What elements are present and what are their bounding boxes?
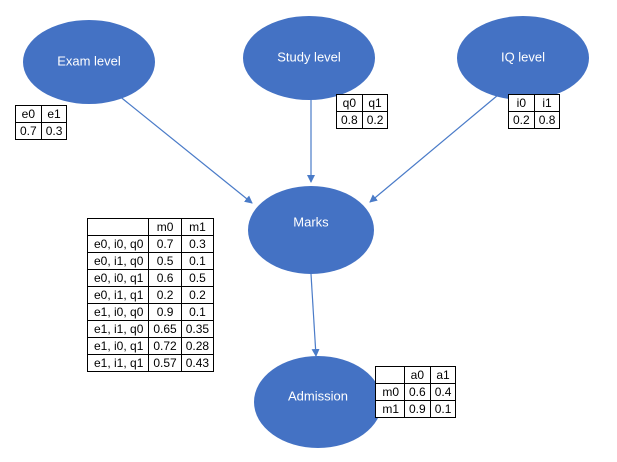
- node-study-level-label: Study level: [277, 49, 341, 64]
- cpt-value-cell: 0.6: [404, 383, 431, 401]
- cpt-value-cell: 0.9: [404, 400, 431, 418]
- cpt-value-cell: 0.2: [180, 286, 215, 304]
- cpt-row-label: m0: [375, 383, 405, 401]
- cpt-row: e0, i0, q0 0.7 0.3: [86, 235, 215, 253]
- cpt-value-cell: 0.9: [148, 303, 182, 321]
- cpt-row: e0, i1, q1 0.2 0.2: [86, 286, 215, 304]
- cpt-row-label: e1, i0, q1: [86, 337, 150, 355]
- cpt-header-cell: q1: [361, 94, 389, 112]
- node-admission-label: Admission: [288, 388, 348, 403]
- cpt-value-cell: 0.28: [180, 337, 215, 355]
- cpt-header-cell: m0: [148, 218, 182, 236]
- cpt-value-cell: 0.65: [148, 320, 182, 338]
- cpt-value-cell: 0.7: [148, 235, 182, 253]
- node-iq-level: IQ level: [457, 16, 589, 100]
- cpt-study-level: q0 q1 0.8 0.2: [336, 94, 389, 129]
- cpt-value-cell: 0.2: [508, 111, 535, 129]
- cpt-exam-level: e0 e1 0.7 0.3: [15, 105, 68, 140]
- edge-marks-to-admission: [310, 273, 320, 357]
- cpt-header-cell: i0: [508, 94, 535, 112]
- cpt-value-cell: 0.1: [429, 400, 457, 418]
- node-marks: Marks: [248, 186, 374, 274]
- cpt-value-cell: 0.2: [361, 111, 389, 129]
- node-exam-level-label: Exam level: [57, 53, 121, 68]
- cpt-marks: m0 m1 e0, i0, q0 0.7 0.3 e0, i1, q0 0.5 …: [86, 218, 215, 372]
- edge-exam-to-marks: [117, 94, 253, 204]
- cpt-corner-cell: [86, 218, 150, 236]
- cpt-row-label: e0, i1, q0: [86, 252, 150, 270]
- cpt-header-cell: m1: [180, 218, 215, 236]
- cpt-value-cell: 0.6: [148, 269, 182, 287]
- cpt-value-cell: 0.2: [148, 286, 182, 304]
- cpt-row-label: m1: [375, 400, 405, 418]
- cpt-row-label: e1, i0, q0: [86, 303, 150, 321]
- cpt-value-cell: 0.1: [180, 252, 215, 270]
- cpt-row: e1, i0, q1 0.72 0.28: [86, 337, 215, 355]
- node-study-level: Study level: [243, 16, 375, 100]
- cpt-value-cell: 0.35: [180, 320, 215, 338]
- cpt-value-cell: 0.5: [180, 269, 215, 287]
- cpt-value-cell: 0.57: [148, 354, 182, 372]
- cpt-value-cell: 0.3: [180, 235, 215, 253]
- cpt-value-cell: 0.7: [15, 122, 42, 140]
- cpt-row-label: e0, i0, q0: [86, 235, 150, 253]
- cpt-corner-cell: [375, 366, 405, 384]
- cpt-header-cell: a0: [404, 366, 431, 384]
- cpt-row: e1, i1, q1 0.57 0.43: [86, 354, 215, 372]
- cpt-header-cell: e0: [15, 105, 42, 123]
- cpt-value-cell: 0.43: [180, 354, 215, 372]
- cpt-row-label: e1, i1, q1: [86, 354, 150, 372]
- cpt-header-cell: e1: [40, 105, 68, 123]
- cpt-header-cell: i1: [533, 94, 561, 112]
- cpt-row: e0, i0, q1 0.6 0.5: [86, 269, 215, 287]
- cpt-row-label: e1, i1, q0: [86, 320, 150, 338]
- cpt-row: m1 0.9 0.1: [375, 400, 457, 418]
- edge-iq-to-marks: [369, 94, 499, 203]
- cpt-iq-level: i0 i1 0.2 0.8: [508, 94, 561, 129]
- cpt-header-cell: q0: [336, 94, 363, 112]
- cpt-value-cell: 0.8: [533, 111, 561, 129]
- cpt-row-label: e0, i0, q1: [86, 269, 150, 287]
- cpt-header-cell: a1: [429, 366, 457, 384]
- cpt-value-cell: 0.72: [148, 337, 182, 355]
- cpt-row: m0 0.6 0.4: [375, 383, 457, 401]
- cpt-value-cell: 0.8: [336, 111, 363, 129]
- cpt-admission: a0 a1 m0 0.6 0.4 m1 0.9 0.1: [375, 366, 457, 418]
- cpt-value-cell: 0.5: [148, 252, 182, 270]
- cpt-row-label: e0, i1, q1: [86, 286, 150, 304]
- node-admission: Admission: [254, 356, 382, 448]
- cpt-value-cell: 0.3: [40, 122, 68, 140]
- cpt-value-cell: 0.1: [180, 303, 215, 321]
- cpt-row: e1, i0, q0 0.9 0.1: [86, 303, 215, 321]
- node-exam-level: Exam level: [23, 20, 155, 104]
- node-marks-label: Marks: [293, 214, 329, 229]
- cpt-value-cell: 0.4: [429, 383, 457, 401]
- node-iq-level-label: IQ level: [501, 49, 545, 64]
- cpt-row: e1, i1, q0 0.65 0.35: [86, 320, 215, 338]
- cpt-row: e0, i1, q0 0.5 0.1: [86, 252, 215, 270]
